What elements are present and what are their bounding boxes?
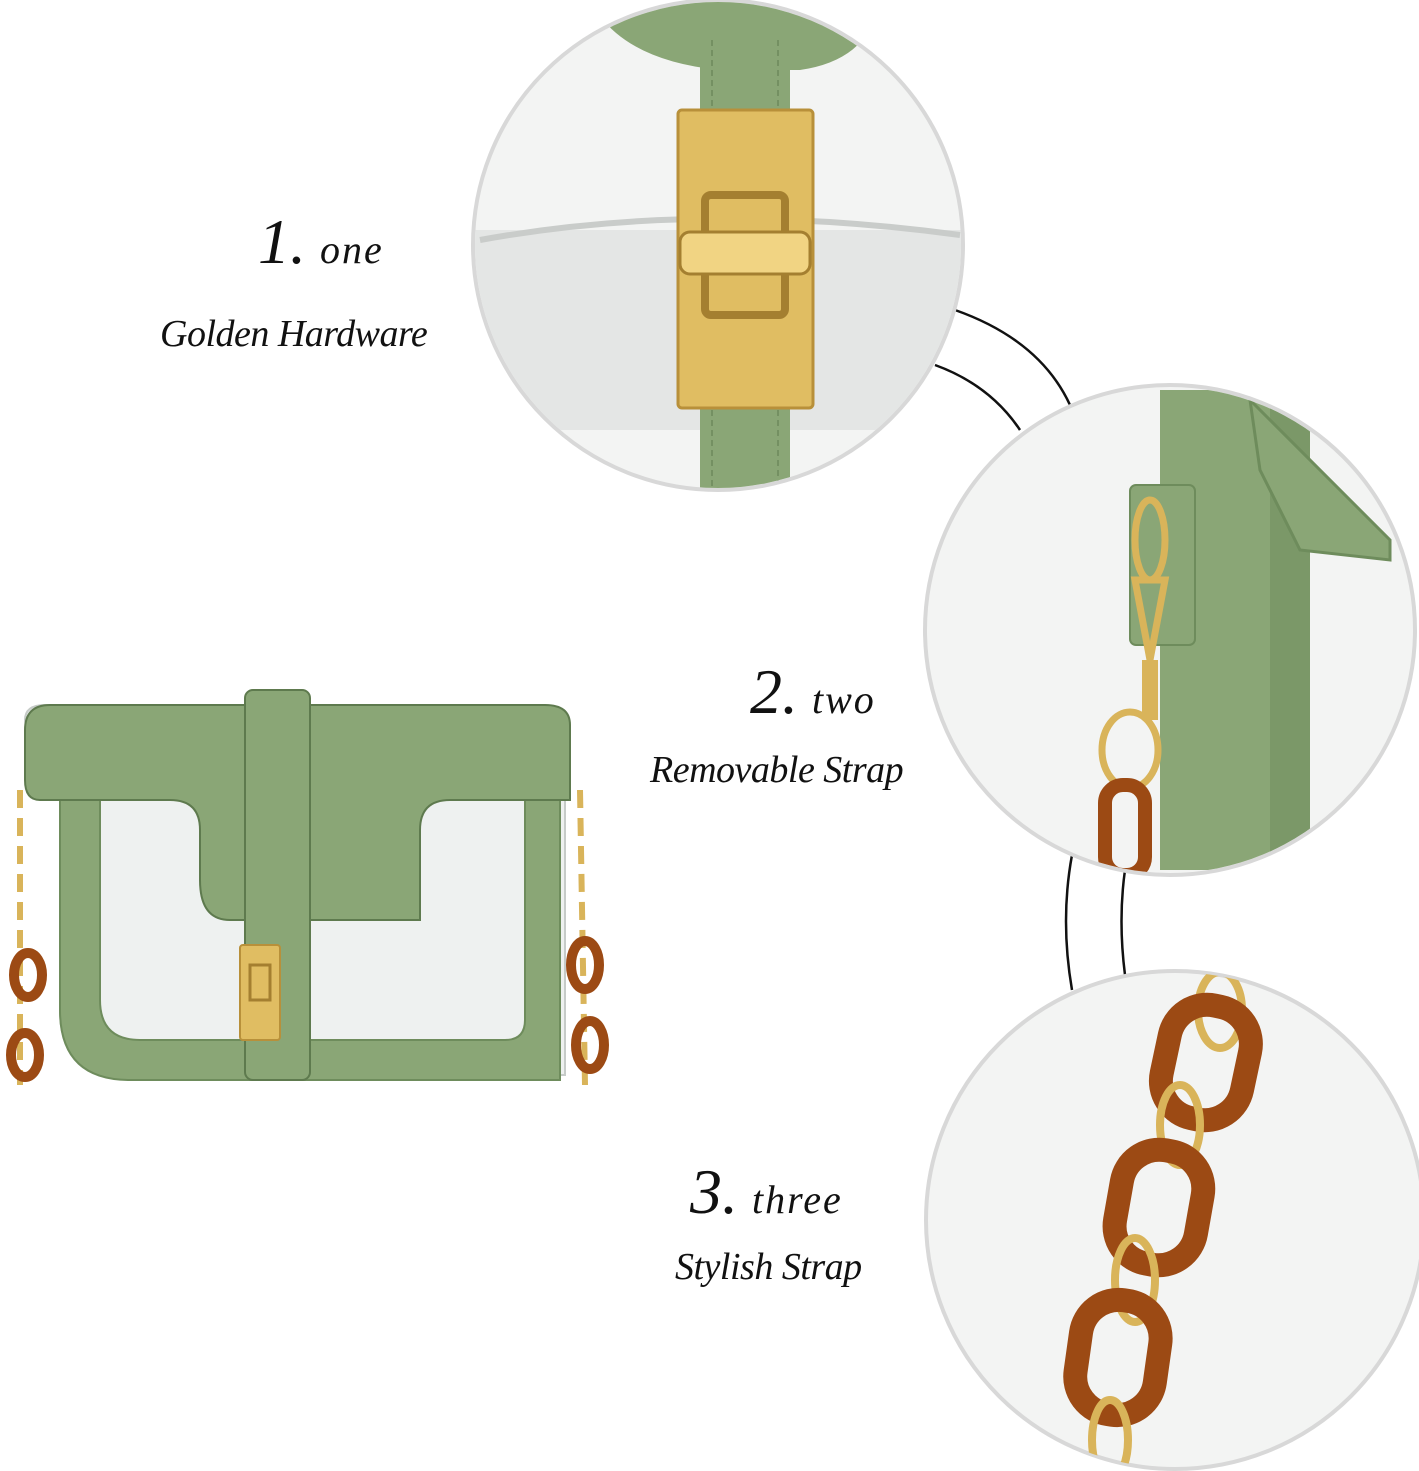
detail-circle-removable-strap [923, 383, 1417, 877]
feature-2-title: Removable Strap [650, 749, 904, 791]
feature-3-title: Stylish Strap [675, 1246, 862, 1288]
detail-circle-golden-hardware [471, 0, 965, 492]
feature-1-title: Golden Hardware [160, 313, 428, 355]
feature-1-number: 1. [258, 206, 306, 277]
feature-2-heading: 2. two [750, 655, 876, 729]
detail-circle-stylish-strap [924, 969, 1419, 1471]
feature-1-heading: 1. one [258, 205, 384, 279]
connector-lines [934, 308, 1127, 991]
feature-1-word: one [320, 227, 384, 272]
feature-2-word: two [812, 677, 876, 722]
feature-3-word: three [752, 1177, 843, 1222]
feature-2-number: 2. [750, 656, 798, 727]
bag-photo [6, 689, 609, 1086]
feature-3-number: 3. [690, 1156, 738, 1227]
feature-3-heading: 3. three [690, 1155, 843, 1229]
